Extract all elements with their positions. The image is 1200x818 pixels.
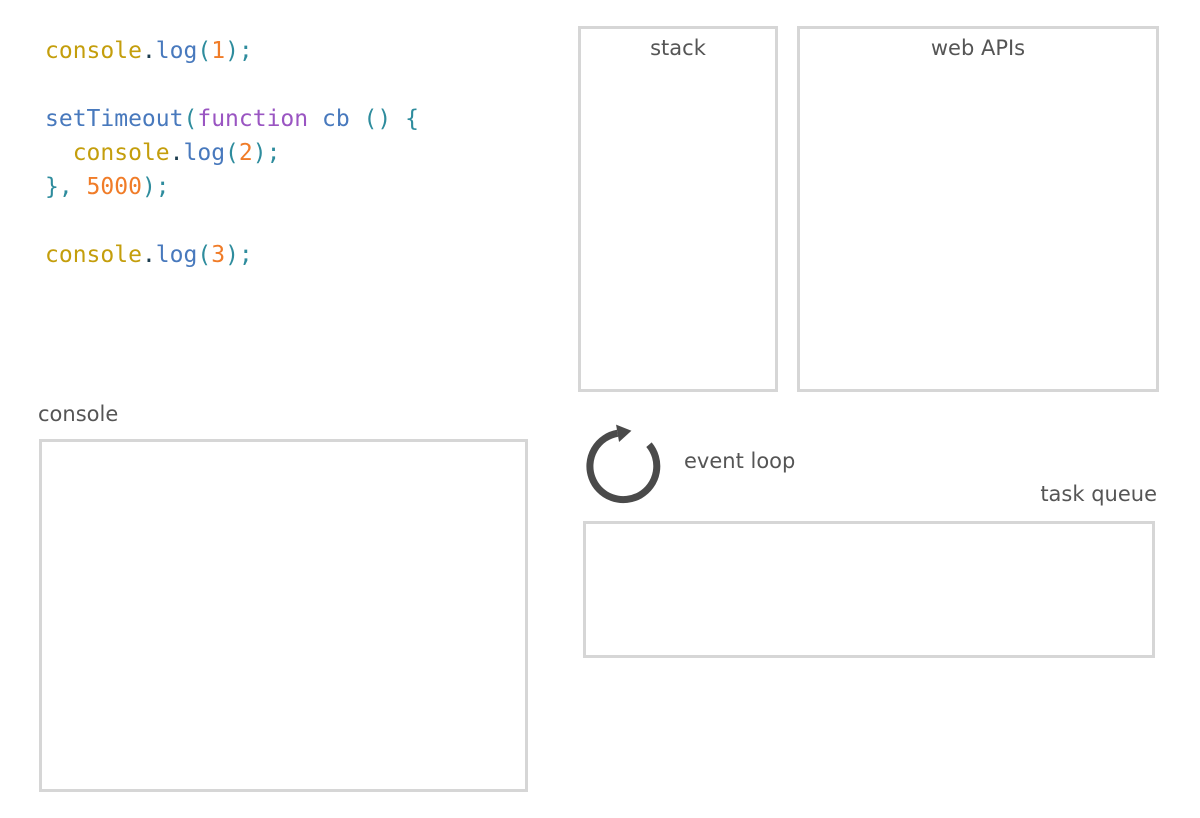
code-token: function	[197, 106, 309, 132]
code-token: (	[197, 242, 212, 268]
console-label: console	[38, 402, 119, 426]
code-token: (	[225, 140, 239, 166]
code-token: console	[72, 140, 170, 166]
code-line[interactable]	[45, 204, 545, 238]
code-token: (	[183, 106, 198, 132]
task-queue-label: task queue	[1040, 482, 1157, 506]
stack-panel: stack	[578, 26, 778, 392]
code-editor[interactable]: console.log(1); setTimeout(function cb (…	[45, 34, 545, 272]
code-token: );	[141, 174, 170, 200]
code-line[interactable]: console.log(2);	[45, 136, 545, 170]
code-line[interactable]: console.log(1);	[45, 34, 545, 68]
code-token: 2	[238, 140, 253, 166]
code-token: (	[197, 38, 212, 64]
code-token: console	[45, 242, 142, 268]
code-line[interactable]: setTimeout(function cb () {	[45, 102, 545, 136]
event-loop: event loop	[582, 414, 795, 506]
code-token: cb	[321, 106, 350, 132]
code-token	[45, 140, 73, 166]
code-token: console	[45, 38, 142, 64]
code-token: .	[141, 38, 156, 64]
code-token: .	[169, 140, 184, 166]
code-token: () {	[349, 106, 419, 132]
task-queue-panel	[583, 521, 1155, 658]
code-token: log	[155, 38, 198, 64]
web-apis-panel-label: web APIs	[930, 36, 1026, 60]
code-token: log	[155, 242, 198, 268]
code-token: );	[225, 38, 253, 64]
web-apis-panel: web APIs	[797, 26, 1159, 392]
code-token: 3	[211, 242, 226, 268]
code-token: .	[141, 242, 156, 268]
code-token	[308, 106, 322, 132]
code-token: 5000	[86, 174, 142, 200]
stack-panel-label: stack	[650, 36, 706, 60]
code-token: 1	[211, 38, 226, 64]
event-loop-label: event loop	[684, 449, 796, 473]
code-token: );	[225, 242, 253, 268]
clockwise-rotation-icon	[586, 424, 661, 504]
code-line[interactable]	[45, 68, 545, 102]
code-token: );	[252, 140, 281, 166]
code-token: setTimeout	[45, 106, 184, 132]
code-token: log	[183, 140, 226, 166]
code-token: },	[45, 174, 87, 200]
console-panel	[39, 439, 528, 792]
code-line[interactable]: console.log(3);	[45, 238, 545, 272]
code-line[interactable]: }, 5000);	[45, 170, 545, 204]
